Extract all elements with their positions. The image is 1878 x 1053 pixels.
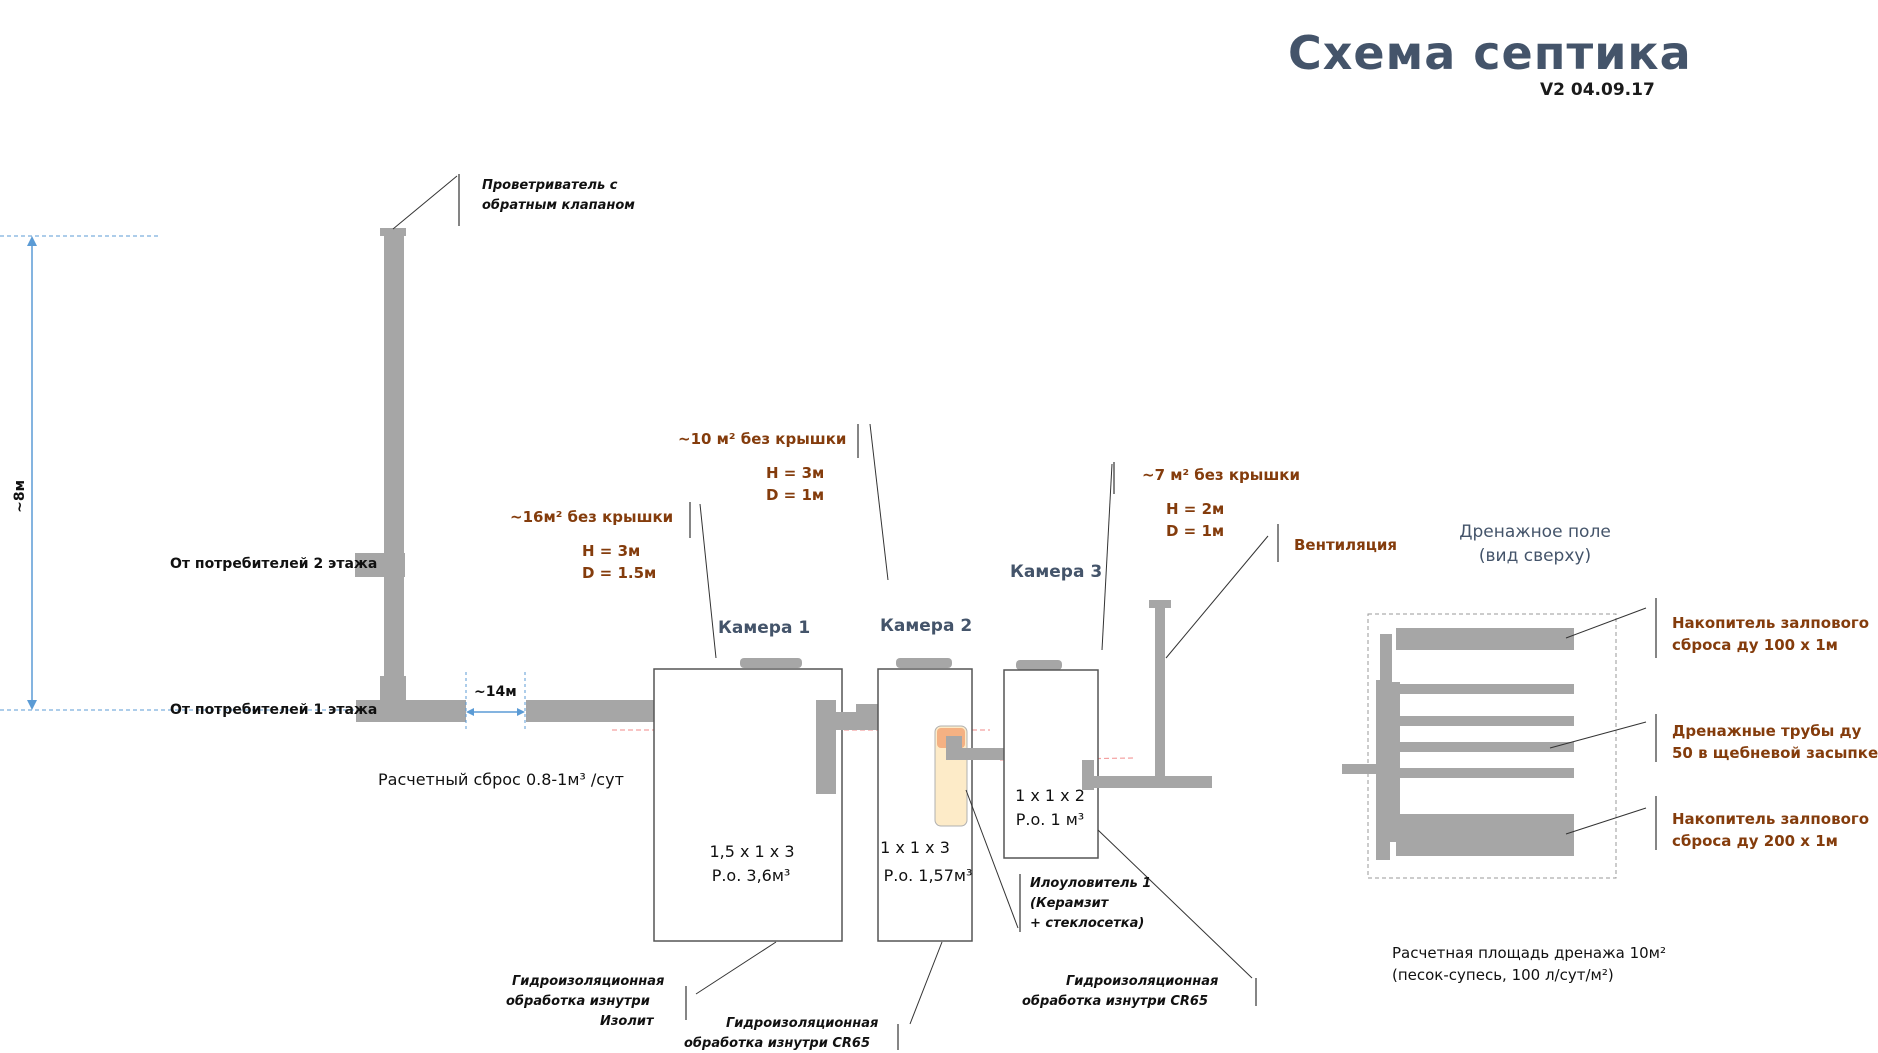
vent-label-line1: Проветриватель с <box>482 178 618 193</box>
pipes-line1: Дренажные трубы ду <box>1672 722 1862 740</box>
floor1-label: От потребителей 1 этажа <box>170 702 378 718</box>
chamber1-title: Камера 1 <box>718 618 811 638</box>
arrow-down-icon <box>27 700 37 710</box>
chamber2-coating-line2: обработка изнутри CR65 <box>684 1036 870 1051</box>
ventilation-callout <box>1165 535 1269 659</box>
flow-rate-label: Расчетный сброс 0.8-1м³ /сут <box>378 770 624 789</box>
chamber1-body <box>653 668 843 942</box>
drain-inlet-pipe <box>1342 764 1400 774</box>
top-store-line2: сброса ду 100 х 1м <box>1672 636 1838 654</box>
chamber3-coating-line1: Гидроизоляционная <box>1066 974 1219 989</box>
chamber3-lid <box>1016 660 1062 670</box>
ventilation-cap <box>1149 600 1171 608</box>
page-title: Схема септика <box>1288 26 1692 80</box>
chamber1-coating-line1: Гидроизоляционная <box>512 974 665 989</box>
chamber1-dims: 1,5 x 1 x 3 <box>709 842 795 861</box>
vent-label-line2: обратным клапаном <box>482 198 635 213</box>
riser-height-label: ~8м <box>12 479 29 513</box>
drain-pipe-3 <box>1396 742 1574 752</box>
ventilation-label: Вентиляция <box>1294 536 1398 554</box>
chamber2-h: H = 3м <box>766 464 825 482</box>
chamber3-dims: 1 x 1 x 2 <box>1015 786 1085 805</box>
chamber2-d: D = 1м <box>766 486 825 504</box>
floor2-label: От потребителей 2 этажа <box>170 556 378 572</box>
chamber1-coating-line2: обработка изнутри <box>506 994 650 1009</box>
chamber1-coating-line3: Изолит <box>600 1014 654 1029</box>
pipes-line2: 50 в щебневой засыпке <box>1672 744 1878 762</box>
chamber2-coating-line1: Гидроизоляционная <box>726 1016 879 1031</box>
drain-area-line1: Расчетная площадь дренажа 10м² <box>1392 944 1666 962</box>
ventilation-pipe <box>1155 606 1165 776</box>
chamber1-volume: Р.о. 3,6м³ <box>711 866 791 885</box>
chamber2-dims: 1 x 1 x 3 <box>880 838 950 857</box>
chamber1-d: D = 1.5м <box>582 564 657 582</box>
chamber1-note-callout <box>699 503 717 659</box>
arrow-left-icon <box>466 708 474 716</box>
drain-pipe-4 <box>1396 768 1574 778</box>
drain-field-title-line1: Дренажное поле <box>1459 522 1611 542</box>
top-store-line1: Накопитель залпового <box>1672 614 1870 632</box>
bottom-store-callout <box>1565 807 1647 835</box>
chamber3-coating-line2: обработка изнутри CR65 <box>1022 994 1208 1009</box>
chamber3-volume: Р.о. 1 м³ <box>1015 810 1085 829</box>
chamber2-title: Камера 2 <box>880 616 973 636</box>
floor2-inlet <box>355 553 405 577</box>
vent-callout-line <box>392 175 458 230</box>
chamber1-lid <box>740 658 802 668</box>
top-store-callout <box>1565 607 1647 639</box>
drain-area-line2: (песок-супесь, 100 л/сут/м²) <box>1392 966 1614 984</box>
sludge-label-line2: (Керамзит <box>1030 896 1109 911</box>
drain-field-border <box>1367 613 1617 879</box>
pipes-callout <box>1549 721 1647 749</box>
coating1-callout <box>695 941 777 995</box>
chamber3-h: H = 2м <box>1166 500 1225 518</box>
arrow-up-icon <box>27 236 37 246</box>
chamber1-h: H = 3м <box>582 542 641 560</box>
floor1-main-pipe-b <box>526 700 672 722</box>
chamber3-d: D = 1м <box>1166 522 1225 540</box>
floor1-tee-stub <box>380 676 406 702</box>
pipe-length-label: ~14м <box>474 684 517 700</box>
drain-store-top <box>1396 628 1574 650</box>
bottom-store-line1: Накопитель залпового <box>1672 810 1870 828</box>
coating3-callout <box>1097 829 1253 979</box>
drain-store-bottom <box>1396 814 1574 856</box>
vent-riser-cap <box>380 228 406 236</box>
drain-collector-b <box>1376 680 1390 860</box>
chamber2-note-callout <box>869 423 889 581</box>
chamber2-lid <box>896 658 952 668</box>
chamber3-title: Камера 3 <box>1010 562 1103 582</box>
bottom-store-line2: сброса ду 200 х 1м <box>1672 832 1838 850</box>
version-label: V2 04.09.17 <box>1540 80 1655 100</box>
chamber1-outlet-tee <box>816 700 836 794</box>
chamber2-to-3-pipe-b <box>946 748 1020 760</box>
arrow-right-icon <box>517 708 525 716</box>
chamber2-area-note: ~10 м² без крышки <box>678 430 847 448</box>
drain-pipe-2 <box>1396 716 1574 726</box>
coating2-callout <box>909 941 943 1025</box>
sludge-label-line3: + стеклосетка) <box>1030 916 1145 931</box>
chamber3-area-note: ~7 м² без крышки <box>1142 466 1300 484</box>
floor1-main-pipe-a <box>356 700 466 722</box>
drain-pipe-1 <box>1396 684 1574 694</box>
drain-collector-a <box>1380 634 1392 686</box>
chamber3-note-callout <box>1101 463 1113 651</box>
chamber3-outlet-pipe <box>1082 776 1212 788</box>
vent-riser-pipe <box>384 234 404 710</box>
chamber2-volume: Р.о. 1,57м³ <box>883 866 973 885</box>
sludge-callout <box>965 789 1019 929</box>
sludge-label-line1: Илоуловитель 1 <box>1030 876 1152 891</box>
drain-field-title-line2: (вид сверху) <box>1478 546 1592 566</box>
chamber1-area-note: ~16м² без крышки <box>510 508 674 526</box>
